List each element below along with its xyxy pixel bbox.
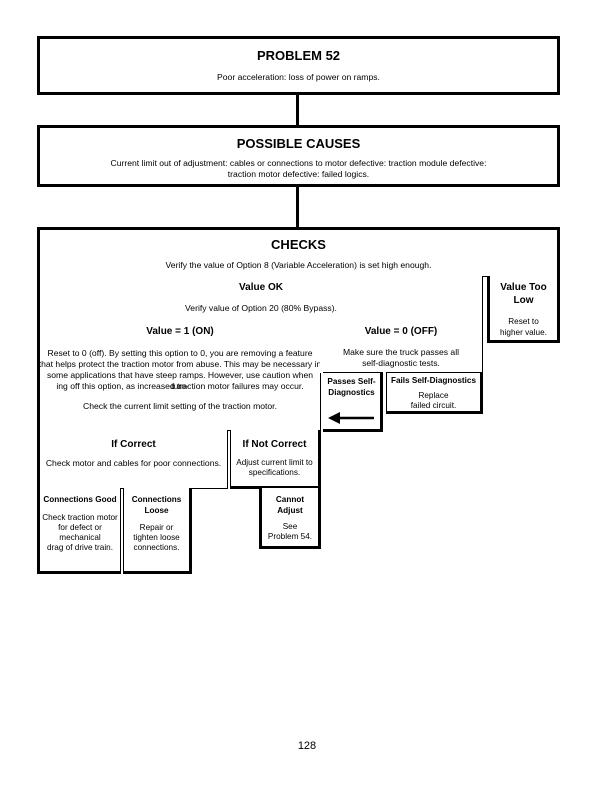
value-too-low-title-1: Value Too (500, 282, 547, 293)
if-not-correct-line-1: Adjust current limit to (236, 458, 313, 467)
cannot-adjust-line-1: See (282, 522, 298, 531)
connections-loose-line-3: connections. (133, 543, 180, 552)
cannot-adjust-title-2: Adjust (277, 506, 303, 515)
if-correct-title: If Correct (111, 439, 156, 450)
connections-good-line-1: Check traction motor (42, 513, 118, 522)
connections-loose-title-1: Connections (131, 495, 182, 504)
fails-line-1: Replace (418, 391, 449, 400)
value-off-box: Value = 0 (OFF) Make sure the truck pass… (320, 321, 483, 373)
value-on-line-2: that helps protect the traction motor fr… (38, 359, 322, 369)
cannot-adjust-line-2: Problem 54. (267, 532, 313, 541)
value-on-title: Value = 1 (ON) (146, 326, 214, 337)
cannot-adjust-box: Cannot Adjust See Problem 54. (259, 488, 321, 549)
fails-title: Fails Self-Diagnostics (390, 376, 477, 385)
value-ok-title: Value OK (239, 282, 283, 293)
value-on-text-2: Check the current limit setting of the t… (83, 401, 277, 411)
checks-text: Verify the value of Option 8 (Variable A… (165, 260, 432, 270)
connections-good-title: Connections Good (43, 495, 117, 504)
if-correct-text: Check motor and cables for poor connecti… (45, 458, 222, 468)
problem-box: PROBLEM 52 Poor acceleration: loss of po… (37, 36, 560, 95)
connections-good-line-2: for defect or (58, 523, 102, 532)
causes-title: POSSIBLE CAUSES (236, 136, 361, 151)
problem-title: PROBLEM 52 (256, 48, 341, 63)
connections-good-line-3: mechanical (59, 533, 101, 542)
connector-2 (296, 187, 299, 227)
value-too-low-text-1: Reset to (508, 317, 539, 326)
value-on-line-4: ing off this option, as increased tracti… (56, 381, 304, 391)
value-on-box: Value = 1 (ON) Reset to 0 (off). By sett… (37, 321, 321, 431)
passes-box: Passes Self- Diagnostics (323, 372, 383, 432)
connections-good-box: Connections Good Check traction motor fo… (37, 488, 121, 574)
connections-loose-box: Connections Loose Repair or tighten loos… (123, 488, 192, 574)
connector-1 (296, 95, 299, 125)
if-not-correct-title: If Not Correct (242, 439, 307, 450)
value-too-low-text-2: higher value. (500, 328, 547, 337)
if-not-correct-box: If Not Correct Adjust current limit to s… (230, 430, 321, 489)
causes-line-1: Current limit out of adjustment: cables … (110, 158, 487, 168)
value-too-low-box: Value Too Low Reset to higher value. (487, 276, 560, 343)
value-off-line-1: Make sure the truck passes all (342, 347, 460, 357)
passes-line-1: Passes Self- (327, 377, 376, 386)
value-off-line-2: self-diagnostic tests. (362, 358, 440, 368)
connections-loose-title-2: Loose (144, 506, 169, 515)
if-not-correct-line-2: specifications. (248, 468, 301, 477)
checks-box: CHECKS Verify the value of Option 8 (Var… (37, 227, 560, 277)
causes-line-2: traction motor defective: failed logics. (227, 169, 370, 179)
problem-text: Poor acceleration: loss of power on ramp… (217, 72, 380, 82)
arrow-left-icon (328, 412, 374, 424)
connections-loose-line-1: Repair or (139, 523, 174, 532)
value-on-line-3: some applications that have steep ramps.… (46, 370, 314, 391)
fails-box: Fails Self-Diagnostics Replace failed ci… (386, 372, 483, 414)
checks-title: CHECKS (271, 237, 326, 252)
passes-line-2: Diagnostics (328, 388, 375, 397)
connections-good-line-4: drag of drive train. (47, 543, 113, 552)
value-too-low-title-2: Low (513, 295, 534, 306)
value-ok-box: Value OK Verify value of Option 20 (80% … (37, 276, 483, 322)
value-ok-text: Verify value of Option 20 (80% Bypass). (185, 303, 337, 313)
value-on-line-1: Reset to 0 (off). By setting this option… (47, 348, 313, 358)
causes-box: POSSIBLE CAUSES Current limit out of adj… (37, 125, 560, 187)
value-off-title: Value = 0 (OFF) (364, 326, 438, 337)
connections-loose-line-2: tighten loose (133, 533, 180, 542)
fails-line-2: failed circuit. (410, 401, 457, 410)
page-number: 128 (297, 740, 317, 752)
if-correct-box: If Correct Check motor and cables for po… (37, 430, 228, 489)
cannot-adjust-title-1: Cannot (275, 495, 305, 504)
